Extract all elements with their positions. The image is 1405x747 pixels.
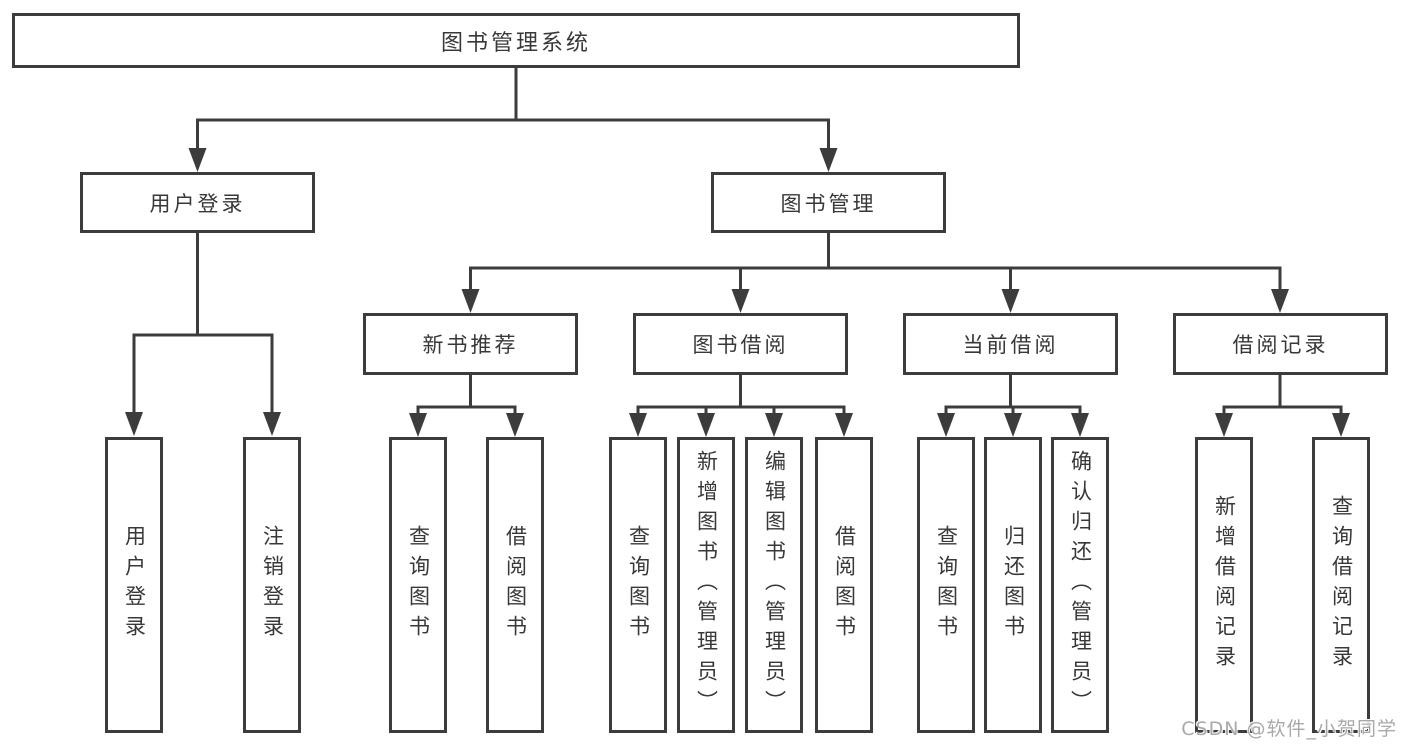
leaf-borrow-books: 借阅图书 — [815, 437, 873, 733]
node-label: 新书推荐 — [422, 333, 519, 357]
node-current-borrow: 当前借阅 — [903, 313, 1118, 375]
connector-user-login-to-leaves — [125, 233, 281, 436]
leaf-confirm-return-admin: 确认归还（管理员） — [1051, 437, 1109, 733]
node-new-book-recommend: 新书推荐 — [363, 313, 578, 375]
node-label: 图书管理 — [780, 191, 877, 216]
arrow-down-icon — [263, 412, 281, 436]
connector-current-borrow-to-leaves — [937, 375, 1089, 437]
arrow-down-icon — [937, 413, 955, 437]
node-book-management: 图书管理 — [711, 172, 946, 233]
arrow-down-icon — [506, 413, 524, 437]
node-borrow-records: 借阅记录 — [1173, 313, 1388, 375]
arrow-down-icon — [1004, 413, 1022, 437]
arrow-down-icon — [1071, 413, 1089, 437]
leaf-add-books-admin: 新增图书（管理员） — [677, 437, 735, 733]
arrow-down-icon — [1215, 413, 1233, 437]
node-label: 图书借阅 — [692, 333, 789, 357]
node-label: 编辑图书（管理员） — [762, 450, 787, 720]
connector-book-management-to-level3 — [461, 233, 1289, 313]
node-label: 归还图书 — [1001, 525, 1026, 645]
connector-borrow-records-to-leaves — [1215, 375, 1350, 437]
node-label: 注销登录 — [260, 525, 285, 645]
node-label: 新增借阅记录 — [1212, 495, 1237, 675]
node-label: 查询图书 — [406, 525, 431, 645]
arrow-down-icon — [461, 289, 480, 313]
node-label: 新增图书（管理员） — [694, 450, 719, 720]
leaf-add-borrow-record: 新增借阅记录 — [1195, 437, 1253, 733]
leaf-borrow-books-recommend: 借阅图书 — [486, 437, 544, 733]
node-user-login: 用户登录 — [80, 172, 315, 233]
node-label: 图书管理系统 — [440, 30, 591, 56]
arrow-down-icon — [1001, 289, 1020, 313]
arrow-down-icon — [835, 413, 853, 437]
leaf-query-books-current: 查询图书 — [917, 437, 975, 733]
node-label: 借阅图书 — [503, 525, 528, 645]
leaf-query-books-borrow: 查询图书 — [609, 437, 667, 733]
node-book-management-system: 图书管理系统 — [12, 13, 1020, 68]
arrow-down-icon — [1332, 413, 1350, 437]
arrow-down-icon — [629, 413, 647, 437]
arrow-down-icon — [731, 289, 750, 313]
arrow-down-icon — [1271, 289, 1289, 313]
leaf-query-books-recommend: 查询图书 — [389, 437, 447, 733]
arrow-down-icon — [697, 413, 715, 437]
arrow-down-icon — [409, 413, 427, 437]
node-label: 用户登录 — [122, 525, 147, 645]
node-label: 当前借阅 — [962, 333, 1059, 357]
leaf-query-borrow-record: 查询借阅记录 — [1312, 437, 1370, 733]
leaf-user-login: 用户登录 — [105, 437, 163, 733]
node-book-borrow: 图书借阅 — [633, 313, 848, 375]
arrow-down-icon — [765, 413, 783, 437]
watermark: CSDN @软件_小贺同学 — [1181, 718, 1397, 740]
node-label: 用户登录 — [149, 191, 246, 216]
node-label: 确认归还（管理员） — [1068, 450, 1093, 720]
node-label: 借阅图书 — [832, 525, 857, 645]
connector-book-borrow-to-leaves — [629, 375, 853, 437]
node-label: 借阅记录 — [1232, 333, 1329, 357]
arrow-down-icon — [125, 412, 143, 436]
arrow-down-icon — [188, 148, 207, 172]
connector-root-to-level2 — [188, 68, 838, 172]
connector-new-book-recommend-to-leaves — [409, 375, 524, 437]
node-label: 查询借阅记录 — [1329, 495, 1354, 675]
leaf-edit-books-admin: 编辑图书（管理员） — [745, 437, 803, 733]
node-label: 查询图书 — [626, 525, 651, 645]
leaf-return-books: 归还图书 — [984, 437, 1042, 733]
leaf-logout: 注销登录 — [243, 437, 301, 733]
node-label: 查询图书 — [934, 525, 959, 645]
arrow-down-icon — [819, 148, 838, 172]
